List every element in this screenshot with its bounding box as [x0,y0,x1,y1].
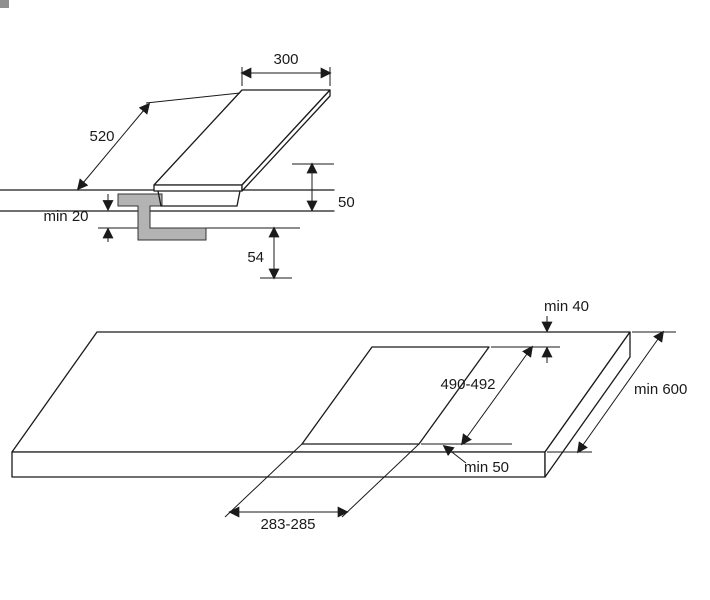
dim-cutout-width: 283-285 [224,443,420,533]
hob-front-rim [153,184,243,192]
dimension-line [461,345,533,446]
dim-clamp-clearance: min 20 [43,194,114,242]
dim-hob-width: 300 [240,51,332,86]
hob-body [157,190,241,207]
extension-line [145,92,241,104]
dim-hob-depth: 520 [76,92,241,191]
leader-arrow [442,444,467,464]
dim-cutout-width-label: 283-285 [260,516,315,533]
corner-mark [0,0,9,8]
dim-hob-height: 50 [306,162,355,212]
extension-line [224,443,303,518]
dim-cutout-depth-label: 490-492 [440,376,495,393]
dim-clamp-clearance-label: min 20 [43,208,88,225]
dim-rear-distance-label: min 40 [544,298,589,315]
dimension-line [577,330,664,454]
dim-worktop-depth-label: min 600 [634,381,687,398]
dim-front-distance: min 50 [442,444,509,476]
hob-right-rim [241,89,331,192]
dim-build-in-depth-label: 54 [247,249,264,266]
dim-hob-width-label: 300 [273,51,298,68]
dim-hob-depth-label: 520 [89,128,114,145]
dim-worktop-depth: min 600 [547,330,687,454]
dim-hob-height-label: 50 [338,194,355,211]
dimension-line [76,102,151,191]
dim-cutout-depth: 490-492 [421,345,533,446]
worktop-isometric-view [11,331,631,478]
extension-line [341,443,420,518]
hob-isometric-view [153,89,331,207]
hob-glass-top [153,89,331,186]
dim-build-in-depth: 54 [247,226,280,280]
mounting-bracket [117,193,207,241]
dim-front-distance-label: min 50 [464,459,509,476]
